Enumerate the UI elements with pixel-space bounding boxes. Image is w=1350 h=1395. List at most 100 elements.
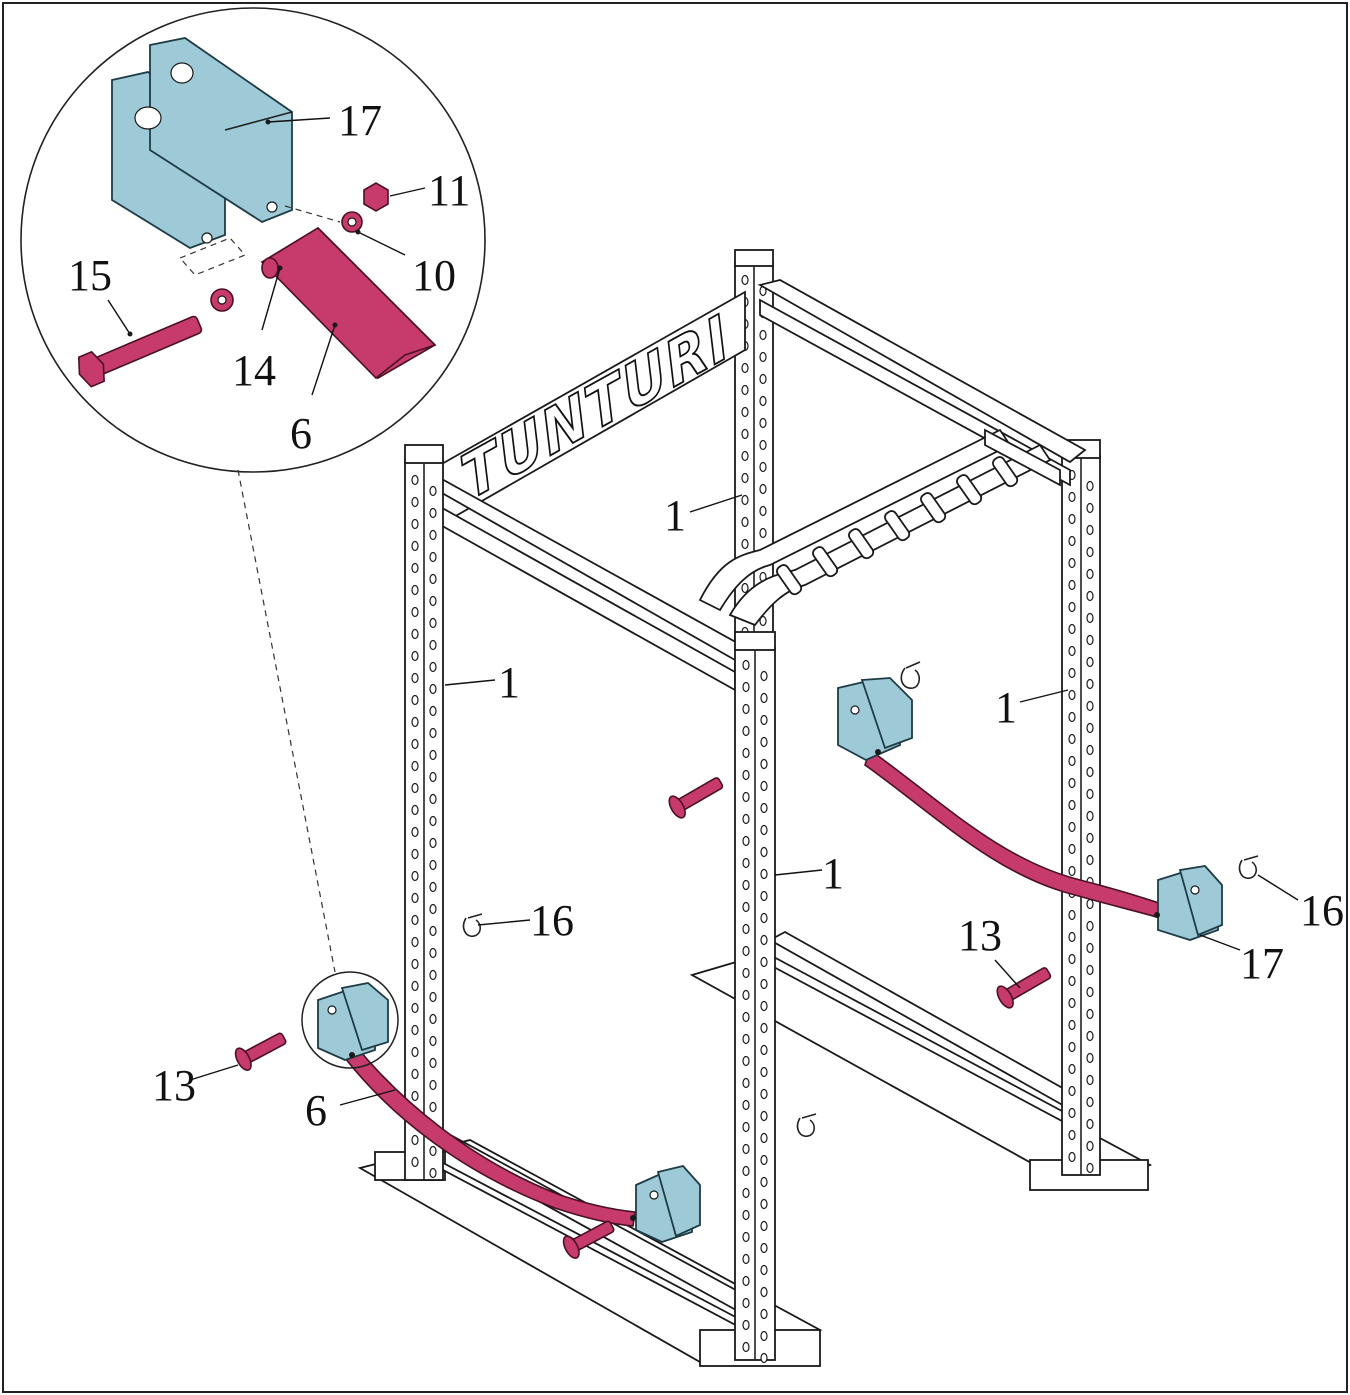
- safety-strap-right: [837, 677, 1223, 941]
- upright-hole: [742, 945, 750, 957]
- upright-hole: [742, 1143, 750, 1155]
- upright-hole: [429, 859, 437, 871]
- upright-hole: [1086, 678, 1094, 690]
- upright-hole: [429, 903, 437, 915]
- upright-hole: [411, 870, 419, 882]
- ladder-rung: [956, 474, 983, 506]
- upright-hole: [411, 760, 419, 772]
- upright-hole: [411, 474, 419, 486]
- upright-hole: [1068, 1151, 1076, 1163]
- upright-hole: [1086, 612, 1094, 624]
- label-16-right: 16: [1300, 886, 1344, 935]
- upright-hole: [1086, 1140, 1094, 1152]
- upright-hole: [742, 967, 750, 979]
- label-15-detail: 15: [68, 251, 112, 300]
- upright-hole: [759, 461, 767, 473]
- upright-hole: [742, 1231, 750, 1243]
- upright-hole: [411, 1024, 419, 1036]
- upright-hole: [760, 1264, 768, 1276]
- upright-hole: [759, 615, 767, 627]
- upright-hole: [760, 714, 768, 726]
- upright-hole: [429, 617, 437, 629]
- label-6-main: 6: [305, 1086, 327, 1135]
- label-13-left: 13: [152, 1061, 196, 1110]
- upright-hole: [1068, 821, 1076, 833]
- upright-hole: [760, 1022, 768, 1034]
- label-1-front-right: 1: [822, 849, 844, 898]
- upright-front-left: [404, 444, 444, 1181]
- upright-hole: [1068, 689, 1076, 701]
- upright-hole: [1068, 931, 1076, 943]
- upright-hole: [1086, 810, 1094, 822]
- upright-hole: [1086, 568, 1094, 580]
- upright-hole: [411, 1156, 419, 1168]
- pull-pin-left: [234, 1032, 287, 1071]
- nut-11: [363, 182, 389, 212]
- upright-hole: [759, 483, 767, 495]
- upright-hole: [429, 639, 437, 651]
- upright-hole: [742, 1165, 750, 1177]
- upright-hole: [411, 892, 419, 904]
- upright-hole: [1068, 777, 1076, 789]
- upright-hole: [411, 496, 419, 508]
- upright-hole: [1086, 1162, 1094, 1174]
- upright-hole: [741, 516, 749, 528]
- pull-pin-bottom: [562, 1220, 615, 1259]
- upright-hole: [741, 406, 749, 418]
- upright-hole: [760, 1044, 768, 1056]
- label-17-detail: 17: [338, 96, 382, 145]
- upright-hole: [429, 595, 437, 607]
- upright-hole: [742, 1341, 750, 1353]
- label-14-detail: 14: [232, 346, 276, 395]
- label-10-detail: 10: [412, 251, 456, 300]
- upright-hole: [411, 958, 419, 970]
- upright-hole: [429, 815, 437, 827]
- upright-hole: [411, 518, 419, 530]
- label-16-left: 16: [530, 896, 574, 945]
- upright-hole: [429, 771, 437, 783]
- label-6-detail: 6: [290, 409, 312, 458]
- upright-hole: [1068, 1129, 1076, 1141]
- upright-hole: [1086, 502, 1094, 514]
- upright-hole: [429, 1057, 437, 1069]
- upright-hole: [760, 1154, 768, 1166]
- upright-hole: [1068, 535, 1076, 547]
- upright-hole: [742, 1297, 750, 1309]
- upright-hole: [411, 804, 419, 816]
- upright-hole: [742, 1187, 750, 1199]
- upright-hole: [1086, 854, 1094, 866]
- upright-hole: [411, 562, 419, 574]
- ladder-rung: [992, 456, 1019, 488]
- upright-hole: [411, 826, 419, 838]
- upright-hole: [429, 991, 437, 1003]
- upright-hole: [742, 791, 750, 803]
- upright-hole: [429, 749, 437, 761]
- upright-hole: [1068, 513, 1076, 525]
- upright-hole: [1068, 799, 1076, 811]
- ladder-rung: [848, 528, 875, 560]
- upright-hole: [741, 450, 749, 462]
- safety-strap-left: [317, 982, 701, 1243]
- upright-hole: [742, 703, 750, 715]
- pullup-ladder: [698, 428, 1061, 627]
- upright-hole: [429, 1013, 437, 1025]
- upright-hole: [1086, 832, 1094, 844]
- upright-hole: [1086, 942, 1094, 954]
- upright-hole: [759, 373, 767, 385]
- main-labels: 1 1 1 1 16 16 13 13 6 17: [152, 491, 1344, 1135]
- upright-hole: [1068, 711, 1076, 723]
- upright-hole: [760, 956, 768, 968]
- upright-hole: [760, 758, 768, 770]
- upright-hole: [760, 978, 768, 990]
- upright-hole: [411, 650, 419, 662]
- brand-logo: TUNTURI: [454, 301, 738, 513]
- upright-hole: [760, 1286, 768, 1298]
- upright-hole: [411, 1068, 419, 1080]
- upright-hole: [1086, 1008, 1094, 1020]
- upright-hole: [1086, 964, 1094, 976]
- upright-hole: [742, 835, 750, 847]
- upright-hole: [742, 747, 750, 759]
- upright-hole: [742, 1055, 750, 1067]
- upright-hole: [760, 1176, 768, 1188]
